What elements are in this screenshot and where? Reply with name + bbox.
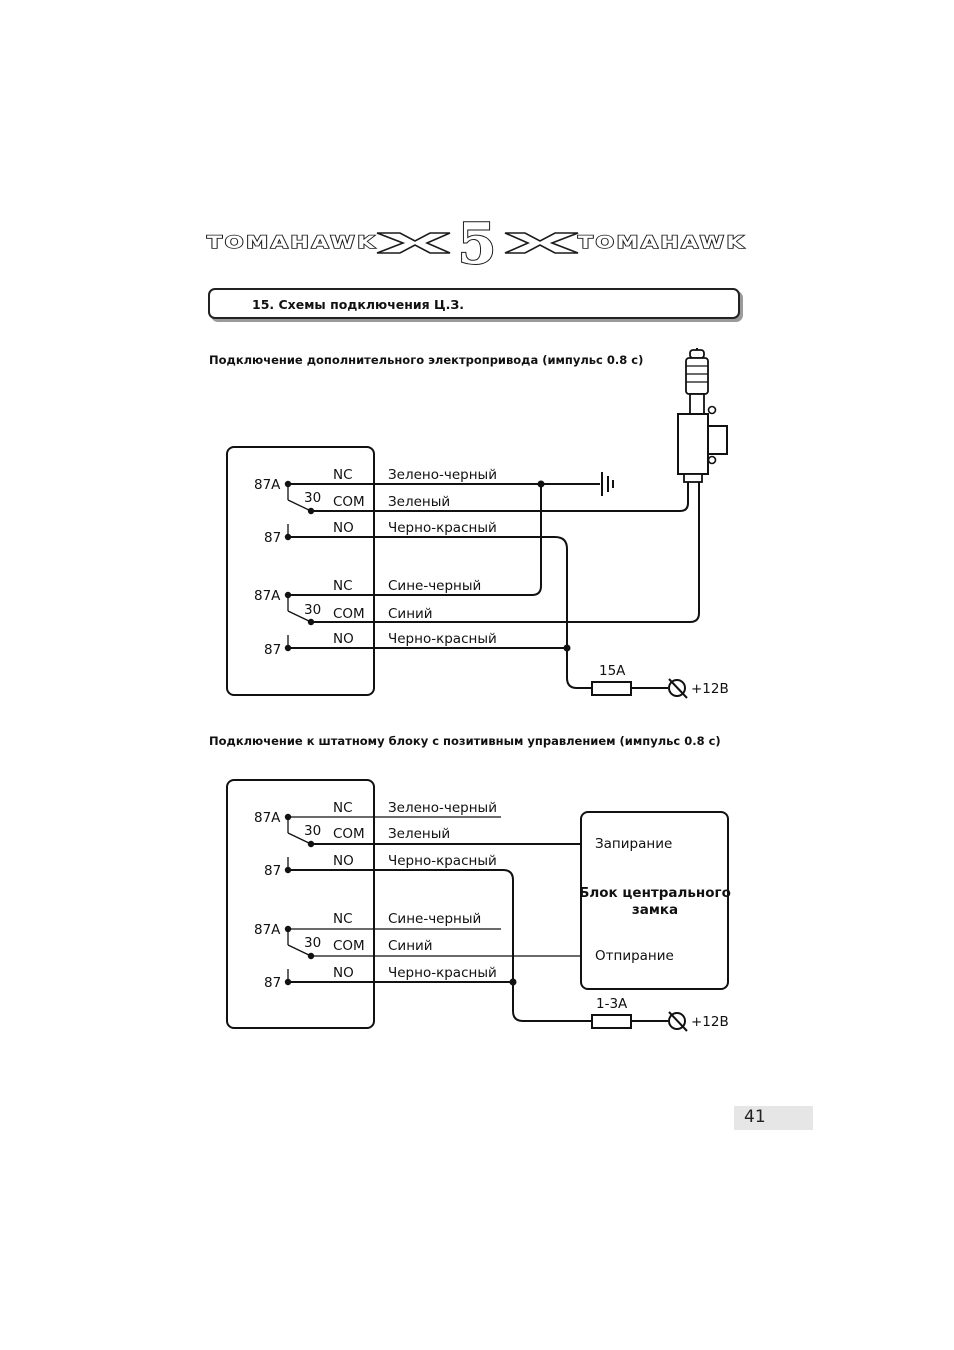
- diagram2-junction-no: [509, 978, 517, 986]
- brand-right-word: TOMAHAWK: [578, 233, 746, 253]
- diagram1-wire-com2: [311, 480, 700, 623]
- brand-center-numeral: 5: [458, 215, 497, 270]
- diagram1-power-label: +12В: [691, 681, 729, 697]
- diagram1-relay2-pin-87: 87: [264, 642, 281, 658]
- diagram2-wire-label-2: Зеленый: [388, 826, 450, 842]
- power-terminal-icon: [668, 678, 688, 699]
- central-lock-unlock-label: Отпирание: [595, 948, 674, 964]
- brand-x-left-shape: [376, 232, 451, 254]
- brand-left-word: TOMAHAWK: [207, 233, 377, 253]
- diagram1-relay1-no: NO: [333, 520, 354, 536]
- diagram1-wire-label-4: Сине-черный: [388, 578, 481, 594]
- brand-x-right-shape: [504, 232, 579, 254]
- diagram2-relay1-nc: NC: [333, 800, 353, 816]
- section-title-bar: 15. Схемы подключения Ц.З.: [208, 288, 740, 319]
- section-title: 15. Схемы подключения Ц.З.: [252, 297, 464, 312]
- diagram1-wire-label-1: Зелено-черный: [388, 467, 497, 483]
- diagram1-wire-label-5: Синий: [388, 606, 433, 622]
- diagram2-relay2-com: COM: [333, 938, 365, 954]
- diagram1-fuse-icon: [591, 681, 632, 696]
- diagram2-relay1-com: COM: [333, 826, 365, 842]
- diagram2-wire-label-1: Зелено-черный: [388, 800, 497, 816]
- diagram2-relay1-pin-87a: 87A: [254, 810, 281, 826]
- diagram1-relay1-com: COM: [333, 494, 365, 510]
- diagram2-relay-module-box: [226, 779, 375, 1029]
- diagram2-wire-label-4: Сине-черный: [388, 911, 481, 927]
- central-lock-title-line1: Блок центрального: [579, 885, 731, 901]
- actuator-icon: [677, 348, 728, 483]
- diagram2: 87A 30 87 NC COM NO 87A 30 87: [226, 779, 731, 1032]
- diagram1-relay2-pin-87a: 87A: [254, 588, 281, 604]
- diagram1-fuse-label: 15А: [599, 663, 626, 679]
- diagram1-relay2-no: NO: [333, 631, 354, 647]
- diagram2-relay1-pin-30: 30: [304, 823, 321, 839]
- diagram2-wire-label-6: Черно-красный: [388, 965, 497, 981]
- diagram1-wire-label-2: Зеленый: [388, 494, 450, 510]
- diagram1-junction-nc: [537, 480, 545, 488]
- diagram1-relay2-pin-30: 30: [304, 602, 321, 618]
- page-number: 41: [744, 1107, 766, 1127]
- brand-header: TOMAHAWK 5 TOMAHAWK: [206, 215, 746, 270]
- page-number-bar: 41: [734, 1106, 813, 1130]
- diagram1-wire-label-3: Черно-красный: [388, 520, 497, 536]
- diagram1-relay2-com: COM: [333, 606, 365, 622]
- diagram1-relay2: 87A 30 87 NC COM NO: [254, 480, 700, 658]
- diagram1-relay2-switch-arm: [287, 610, 312, 623]
- diagram2-fuse-icon: [591, 1014, 632, 1029]
- diagram1-relay1-pin-30: 30: [304, 490, 321, 506]
- diagram2-relay2-pin-30: 30: [304, 935, 321, 951]
- diagram2-relay1-switch-arm: [287, 832, 312, 845]
- diagram2-relay1-pin-87: 87: [264, 863, 281, 879]
- diagram1-relay1-switch-arm: [287, 499, 312, 512]
- diagram2-wire-label-5: Синий: [388, 938, 433, 954]
- diagram2-wire-label-3: Черно-красный: [388, 853, 497, 869]
- central-lock-lock-label: Запирание: [595, 836, 672, 852]
- diagram2-relay2-nc: NC: [333, 911, 353, 927]
- diagram2-power-label: +12В: [691, 1014, 729, 1030]
- diagram1-relay1: 87A 30 87 NC COM NO: [254, 467, 680, 546]
- diagram1: 87A 30 87 NC COM NO 87A 30 87: [226, 348, 729, 699]
- diagram2-relay2-switch-arm: [287, 944, 312, 957]
- diagram2-relay2-pin-87: 87: [264, 975, 281, 991]
- diagram1-wire-nc2: [288, 484, 542, 596]
- diagram2-relay2-no: NO: [333, 965, 354, 981]
- diagram1-no-bus: [554, 536, 592, 689]
- diagram2-relay1: 87A 30 87 NC COM NO: [254, 800, 592, 1022]
- ground-icon: [601, 472, 614, 496]
- diagram1-caption: Подключение дополнительного электроприво…: [209, 353, 644, 367]
- diagram2-caption: Подключение к штатному блоку с позитивны…: [209, 734, 721, 748]
- diagram1-relay-module-box: [226, 446, 375, 696]
- diagram1-actuator-lead-a: [679, 482, 689, 512]
- power-terminal-icon: [668, 1011, 688, 1032]
- diagram1-junction-no: [563, 644, 571, 652]
- central-lock-title-line2: замка: [632, 902, 678, 918]
- diagram2-relay1-no: NO: [333, 853, 354, 869]
- diagram2-wire-no1: [288, 869, 592, 1022]
- diagram1-relay1-pin-87a: 87A: [254, 477, 281, 493]
- diagram1-wire-label-6: Черно-красный: [388, 631, 497, 647]
- diagram2-relay2: 87A 30 87 NC COM NO: [254, 911, 581, 991]
- diagram2-fuse-label: 1-3А: [596, 996, 628, 1012]
- diagram1-relay1-pin-87: 87: [264, 530, 281, 546]
- central-lock-block: [580, 811, 729, 990]
- diagram1-relay2-nc: NC: [333, 578, 353, 594]
- diagram1-relay1-nc: NC: [333, 467, 353, 483]
- diagram2-relay2-pin-87a: 87A: [254, 922, 281, 938]
